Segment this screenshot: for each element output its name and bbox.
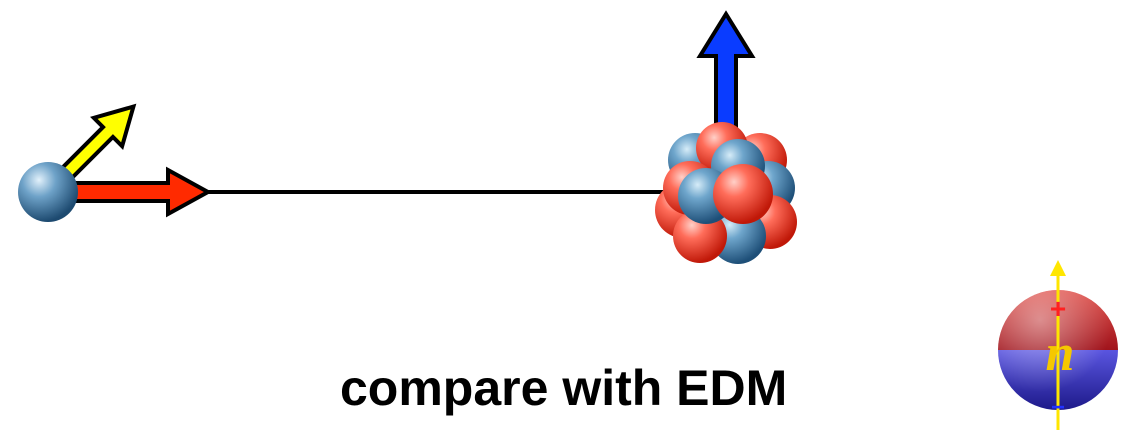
caption-text: compare with EDM	[340, 360, 788, 416]
neutron-edm-icon: + − n	[998, 260, 1118, 430]
neutron-minus-sign: −	[1051, 394, 1065, 421]
projectile-particle	[18, 162, 78, 222]
neutron-symbol: n	[1046, 325, 1075, 382]
nucleus-spin-arrow	[696, 10, 756, 142]
neutron-spin-arrowhead	[1050, 260, 1066, 276]
neutron-plus-sign: +	[1050, 293, 1066, 324]
nucleus	[655, 122, 797, 264]
nucleon	[713, 164, 773, 224]
